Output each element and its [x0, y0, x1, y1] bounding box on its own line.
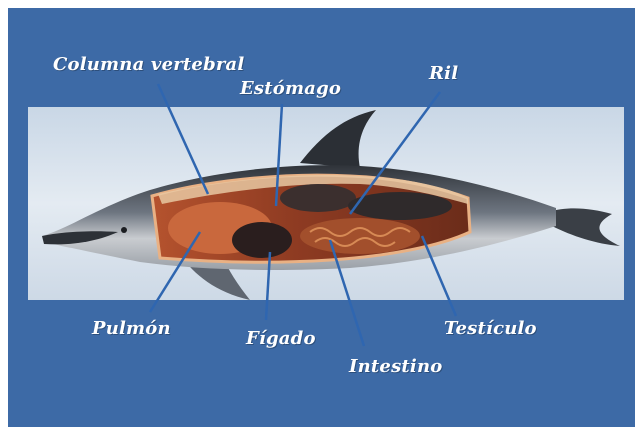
label-estomago: Estómago — [240, 78, 341, 99]
label-columna-vertebral: Columna vertebral — [53, 54, 244, 75]
label-ril: Ril — [429, 63, 458, 84]
label-testiculo: Testículo — [444, 318, 537, 339]
intestine-organ — [300, 218, 420, 254]
label-intestino: Intestino — [349, 356, 442, 377]
stomach-organ — [280, 184, 356, 212]
dolphin-eye — [121, 227, 127, 233]
label-figado: Fígado — [246, 328, 316, 349]
liver-organ — [232, 222, 292, 258]
label-pulmon: Pulmón — [92, 318, 171, 339]
